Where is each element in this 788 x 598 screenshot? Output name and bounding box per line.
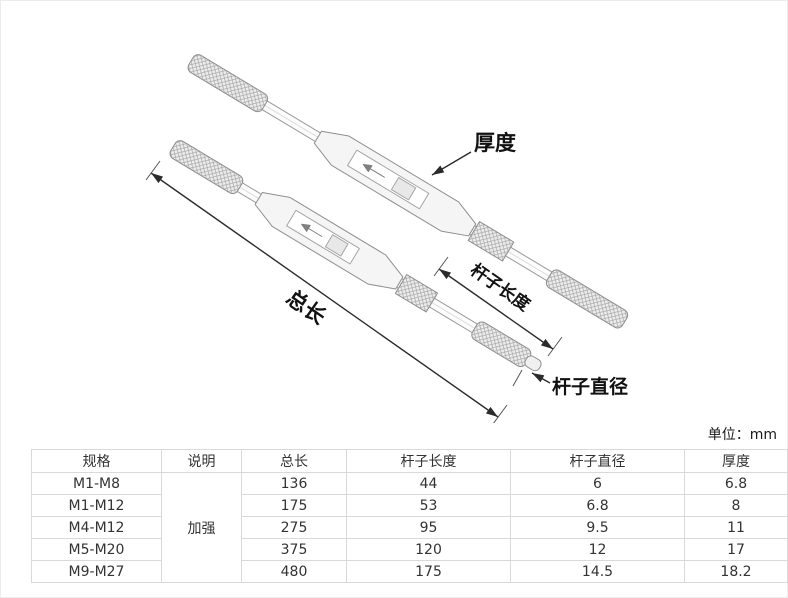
cell-spec: M1-M12 <box>31 494 162 517</box>
spec-table: 规格 说明 总长 杆子长度 杆子直径 厚度 M1-M8 加强 136 44 6 … <box>31 449 788 583</box>
rod-diameter-label: 杆子直径 <box>552 375 628 398</box>
col-header-total-length: 总长 <box>241 449 347 473</box>
rod-diameter-leader-arrow <box>531 372 551 384</box>
thickness-label: 厚度 <box>474 131 516 155</box>
cell-spec: M1-M8 <box>31 472 162 495</box>
rod-tip <box>524 355 542 372</box>
cell-total-length: 275 <box>241 516 347 539</box>
cell-total-length: 480 <box>241 560 347 583</box>
unit-label: 单位：mm <box>707 427 777 443</box>
table-row: M1-M12 175 53 6.8 8 <box>31 494 788 517</box>
total-length-label: 总长 <box>282 285 331 329</box>
thickness-leader-arrow <box>431 151 472 176</box>
col-header-rod-length: 杆子长度 <box>346 449 511 473</box>
cell-spec: M9-M27 <box>31 560 162 583</box>
cell-rod-length: 175 <box>346 560 511 583</box>
col-header-rod-diameter: 杆子直径 <box>510 449 685 473</box>
cell-thickness: 18.2 <box>684 560 788 583</box>
table-row: M1-M8 加强 136 44 6 6.8 <box>31 472 788 583</box>
cell-rod-diameter: 9.5 <box>510 516 685 539</box>
knurled-grip <box>471 321 532 368</box>
cell-note: 加强 <box>161 472 242 583</box>
cell-thickness: 17 <box>684 538 788 561</box>
table-header-row: 规格 说明 总长 杆子长度 杆子直径 厚度 <box>31 449 788 473</box>
table-row: M4-M12 275 95 9.5 11 <box>31 516 788 539</box>
cell-thickness: 8 <box>684 494 788 517</box>
col-header-thickness: 厚度 <box>684 449 788 473</box>
cell-rod-diameter: 12 <box>510 538 685 561</box>
total-length-dim-line <box>150 172 499 418</box>
cell-spec: M4-M12 <box>31 516 162 539</box>
rod-length-label: 杆子长度 <box>466 259 535 316</box>
cell-thickness: 11 <box>684 516 788 539</box>
cell-total-length: 175 <box>241 494 347 517</box>
cell-thickness: 6.8 <box>684 472 788 495</box>
table-row: M9-M27 480 175 14.5 18.2 <box>31 560 788 583</box>
rod-length-dim-line <box>438 268 554 350</box>
tap-wrench-diagram: 厚度 总长 杆子长度 杆子直径 <box>1 1 787 425</box>
tap-wrench-drawing: 厚度 总长 杆子长度 杆子直径 <box>145 54 629 425</box>
dimension-annotations <box>145 151 563 425</box>
cell-rod-diameter: 6.8 <box>510 494 685 517</box>
cell-rod-length: 44 <box>346 472 511 495</box>
cell-rod-length: 95 <box>346 516 511 539</box>
cell-total-length: 375 <box>241 538 347 561</box>
cell-rod-length: 53 <box>346 494 511 517</box>
cell-rod-diameter: 6 <box>510 472 685 495</box>
cell-spec: M5-M20 <box>31 538 162 561</box>
table-row: M5-M20 375 120 12 17 <box>31 538 788 561</box>
knurled-grip <box>545 269 629 329</box>
cell-rod-diameter: 14.5 <box>510 560 685 583</box>
knurled-grip <box>169 140 244 195</box>
cell-total-length: 136 <box>241 472 347 495</box>
knurled-grip <box>187 54 269 113</box>
col-header-note: 说明 <box>161 449 242 473</box>
col-header-spec: 规格 <box>31 449 162 473</box>
cell-rod-length: 120 <box>346 538 511 561</box>
